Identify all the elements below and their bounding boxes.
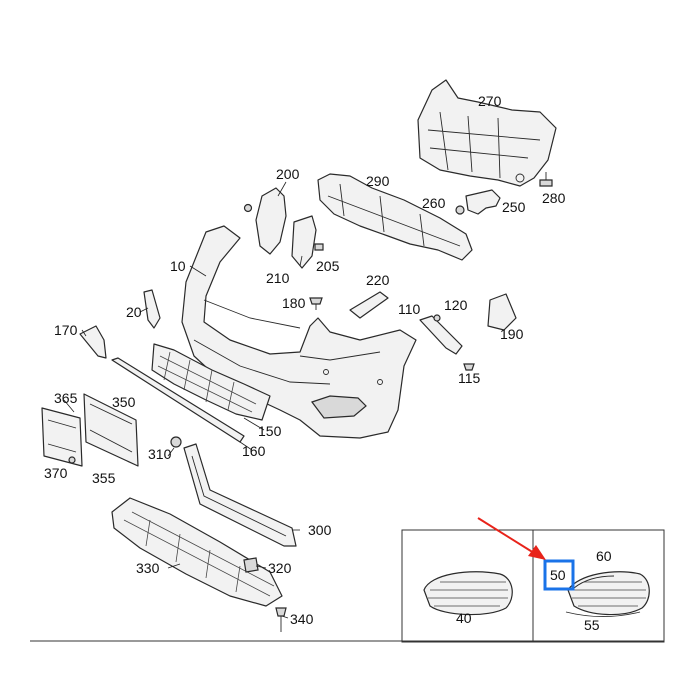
- part-115-screw: [463, 363, 475, 371]
- part-320-clip: [243, 557, 259, 573]
- label-365: 365: [54, 390, 78, 406]
- callout-arrow-icon: [477, 517, 546, 560]
- label-370: 370: [44, 465, 68, 481]
- label-205: 205: [316, 258, 340, 274]
- part-160-strip: [111, 357, 245, 443]
- label-190: 190: [500, 326, 524, 342]
- label-170: 170: [54, 322, 78, 338]
- label-280: 280: [542, 190, 566, 206]
- part-340-screw: [275, 607, 287, 632]
- part-350-plate-bracket: [83, 393, 139, 467]
- part-20-clip: [143, 289, 161, 329]
- part-365-plate: [41, 407, 83, 467]
- part-300-bar: [183, 443, 297, 547]
- label-120: 120: [444, 297, 468, 313]
- part-330-spoiler: [111, 497, 283, 607]
- label-50: 50: [550, 567, 566, 583]
- label-340: 340: [290, 611, 314, 627]
- label-350: 350: [112, 394, 136, 410]
- part-40-fog-cover: [423, 571, 513, 616]
- part-50-trim: [573, 575, 615, 589]
- part-220-bracket: [349, 291, 389, 319]
- part-280-screw: [539, 172, 553, 187]
- label-310: 310: [148, 446, 172, 462]
- part-310-screw: [170, 436, 182, 448]
- label-300: 300: [308, 522, 332, 538]
- label-55: 55: [584, 617, 600, 633]
- part-50-highlight: [543, 559, 575, 591]
- part-205-screw: [314, 243, 324, 251]
- part-60-fog-cover: [567, 571, 650, 616]
- part-370-clip: [68, 456, 76, 464]
- leader-lines: [63, 181, 303, 619]
- inset-box: [401, 529, 665, 643]
- part-290-bracket: [317, 173, 473, 261]
- part-210-bracket: [291, 215, 317, 269]
- label-220: 220: [366, 272, 390, 288]
- label-40: 40: [456, 610, 472, 626]
- label-320: 320: [268, 560, 292, 576]
- label-355: 355: [92, 470, 116, 486]
- part-110-bracket: [419, 314, 463, 355]
- label-270: 270: [478, 93, 502, 109]
- part-250-bracket: [455, 189, 501, 215]
- label-260: 260: [422, 195, 446, 211]
- label-20: 20: [126, 304, 142, 320]
- part-200-bracket: [243, 187, 287, 255]
- label-160: 160: [242, 443, 266, 459]
- label-115: 115: [458, 370, 481, 386]
- label-180: 180: [282, 295, 306, 311]
- label-330: 330: [136, 560, 160, 576]
- label-290: 290: [366, 173, 390, 189]
- part-170-bracket: [79, 325, 107, 359]
- label-60: 60: [596, 548, 612, 564]
- label-210: 210: [266, 270, 290, 286]
- part-190-bracket: [487, 293, 517, 331]
- part-55-trim: [565, 611, 641, 617]
- part-150-grille: [151, 343, 271, 421]
- part-180-screw: [309, 297, 323, 310]
- part-270-bracket: [417, 79, 557, 187]
- label-10: 10: [170, 258, 186, 274]
- label-250: 250: [502, 199, 526, 215]
- label-110: 110: [398, 301, 421, 317]
- label-200: 200: [276, 166, 300, 182]
- label-150: 150: [258, 423, 282, 439]
